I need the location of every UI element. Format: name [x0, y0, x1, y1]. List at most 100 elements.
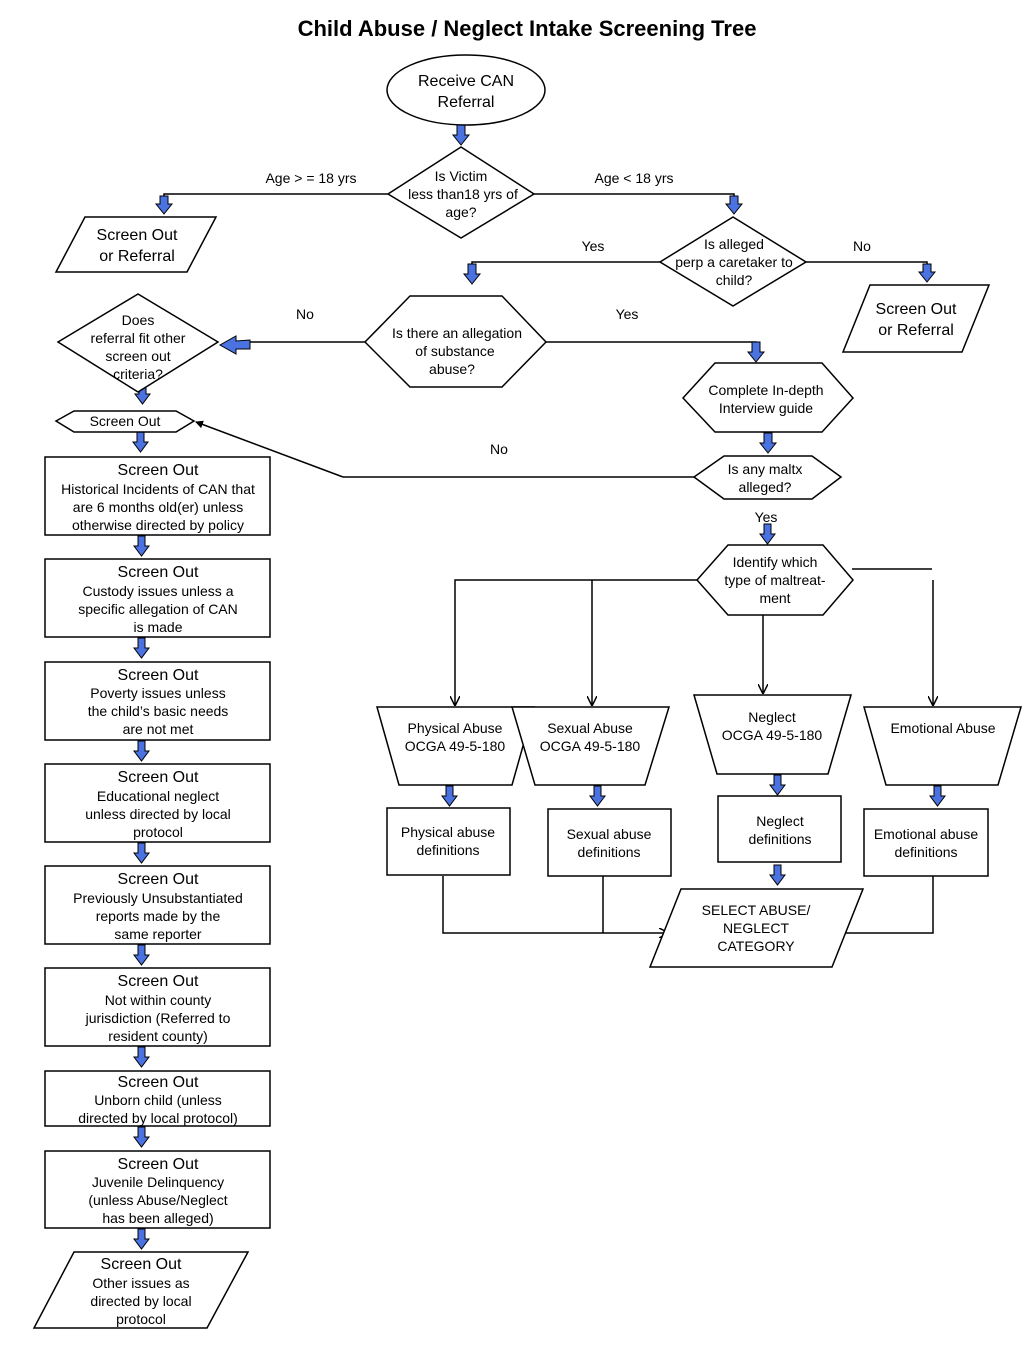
- svg-text:has been alleged): has been alleged): [102, 1210, 213, 1226]
- svg-text:perp a caretaker to: perp a caretaker to: [675, 254, 793, 270]
- flow-arrow-icon: [759, 523, 776, 545]
- flow-arrow-icon: [724, 195, 744, 215]
- svg-text:Screen Out: Screen Out: [118, 973, 199, 990]
- svg-text:or Referral: or Referral: [99, 248, 175, 265]
- screen-out-box: Screen Out Previously Unsubstantiated re…: [44, 865, 271, 945]
- svg-text:Screen Out: Screen Out: [118, 564, 199, 581]
- svg-text:are 6 months old(er) unless: are 6 months old(er) unless: [73, 499, 243, 515]
- connector-emotional-select: [834, 876, 934, 933]
- diagram-title: Child Abuse / Neglect Intake Screening T…: [298, 16, 757, 41]
- flow-arrow-left-icon: [218, 335, 251, 355]
- svg-text:Interview guide: Interview guide: [719, 400, 813, 416]
- svg-text:Poverty issues unless: Poverty issues unless: [90, 685, 225, 701]
- connector-maltx-no-arrow: [195, 420, 344, 478]
- svg-text:alleged?: alleged?: [739, 479, 792, 495]
- flow-arrow-icon: [133, 1228, 150, 1250]
- svg-text:the child’s basic needs: the child’s basic needs: [88, 703, 229, 719]
- svg-text:unless directed by local: unless directed by local: [85, 806, 231, 822]
- svg-text:protocol: protocol: [116, 1311, 166, 1327]
- svg-text:Screen Out: Screen Out: [118, 1074, 199, 1091]
- node-interview-guide: Complete In-depth Interview guide: [681, 362, 855, 433]
- connector-caretaker-no: [806, 261, 928, 268]
- svg-text:definitions: definitions: [748, 831, 811, 847]
- flow-arrow-icon: [589, 785, 606, 807]
- node-emotional-abuse-header: Emotional Abuse: [863, 706, 1023, 786]
- svg-text:same reporter: same reporter: [114, 926, 201, 942]
- svg-text:Screen Out: Screen Out: [118, 462, 199, 479]
- label-substance-yes: Yes: [616, 306, 639, 322]
- connector-caretaker-yes: [471, 261, 660, 268]
- svg-text:OCGA 49-5-180: OCGA 49-5-180: [540, 738, 641, 754]
- label-maltx-no: No: [490, 441, 508, 457]
- flow-arrow-icon: [451, 124, 471, 146]
- svg-text:jurisdiction (Referred to: jurisdiction (Referred to: [85, 1010, 231, 1026]
- svg-text:of substance: of substance: [415, 343, 495, 359]
- node-neglect-definitions: Neglect definitions: [717, 795, 842, 863]
- label-substance-no: No: [296, 306, 314, 322]
- svg-text:Is alleged: Is alleged: [704, 236, 764, 252]
- svg-text:Sexual Abuse: Sexual Abuse: [547, 720, 633, 736]
- svg-text:less than18 yrs of: less than18 yrs of: [408, 186, 518, 202]
- svg-text:SELECT ABUSE/: SELECT ABUSE/: [702, 902, 811, 918]
- flow-arrow-icon: [769, 774, 786, 796]
- svg-text:directed by local protocol): directed by local protocol): [78, 1110, 238, 1126]
- svg-text:Receive CAN: Receive CAN: [418, 73, 514, 90]
- svg-text:(unless Abuse/Neglect: (unless Abuse/Neglect: [88, 1192, 227, 1208]
- node-final-screen-out: Screen Out Other issues as directed by l…: [32, 1251, 250, 1329]
- svg-text:NEGLECT: NEGLECT: [723, 920, 790, 936]
- svg-text:Historical Incidents of CAN th: Historical Incidents of CAN that: [61, 481, 255, 497]
- svg-text:Emotional Abuse: Emotional Abuse: [890, 720, 995, 736]
- node-sexual-definitions: Sexual abuse definitions: [547, 808, 672, 877]
- svg-text:are not met: are not met: [123, 721, 194, 737]
- svg-text:Previously Unsubstantiated: Previously Unsubstantiated: [73, 890, 243, 906]
- flow-arrow-icon: [929, 785, 946, 807]
- node-screen-out-hex: Screen Out: [54, 410, 196, 433]
- flow-arrow-icon: [132, 431, 149, 453]
- svg-text:Neglect: Neglect: [748, 709, 796, 725]
- svg-text:Custody issues unless a: Custody issues unless a: [83, 583, 234, 599]
- svg-text:child?: child?: [716, 272, 753, 288]
- svg-text:Educational neglect: Educational neglect: [97, 788, 219, 804]
- flow-arrow-icon: [133, 637, 150, 659]
- node-screen-out-or-referral-right: Screen Out or Referral: [841, 284, 991, 353]
- svg-text:reports made by the: reports made by the: [96, 908, 221, 924]
- svg-text:age?: age?: [445, 204, 476, 220]
- screen-out-box: Screen Out Poverty issues unless the chi…: [44, 661, 271, 741]
- svg-text:Physical abuse: Physical abuse: [401, 824, 495, 840]
- svg-text:Sexual abuse: Sexual abuse: [567, 826, 652, 842]
- node-screen-out-or-referral-left: Screen Out or Referral: [54, 216, 218, 273]
- svg-text:Screen Out: Screen Out: [118, 871, 199, 888]
- screen-out-box: Screen Out Historical Incidents of CAN t…: [44, 456, 271, 536]
- flow-arrow-icon: [769, 864, 786, 886]
- svg-text:Is there an allegation: Is there an allegation: [392, 325, 522, 341]
- svg-text:Screen Out: Screen Out: [118, 1156, 199, 1173]
- flow-arrow-icon: [917, 263, 937, 283]
- label-maltx-yes: Yes: [755, 509, 778, 525]
- flow-arrow-icon: [133, 740, 150, 762]
- flow-arrow-icon: [441, 785, 458, 807]
- node-maltx-decision: Is any maltx alleged?: [692, 455, 843, 500]
- svg-text:specific allegation of CAN: specific allegation of CAN: [78, 601, 238, 617]
- screen-out-box: Screen Out Unborn child (unless directed…: [44, 1070, 271, 1127]
- svg-text:Unborn child (unless: Unborn child (unless: [94, 1092, 222, 1108]
- svg-text:Identify which: Identify which: [733, 554, 818, 570]
- connector-age-ge: [163, 193, 388, 200]
- svg-text:Other issues as: Other issues as: [92, 1275, 189, 1291]
- connector-age-lt: [534, 193, 735, 200]
- svg-text:Physical Abuse: Physical Abuse: [408, 720, 503, 736]
- label-age-lt: Age < 18 yrs: [595, 170, 674, 186]
- svg-text:protocol: protocol: [133, 824, 183, 840]
- connector-substance-yes: [546, 341, 757, 348]
- flow-arrow-icon: [746, 341, 766, 363]
- svg-text:abuse?: abuse?: [429, 361, 475, 377]
- node-physical-abuse-header: Physical Abuse OCGA 49-5-180: [376, 706, 535, 786]
- svg-text:Screen Out: Screen Out: [876, 301, 957, 318]
- svg-text:Screen Out: Screen Out: [118, 769, 199, 786]
- svg-text:Emotional abuse: Emotional abuse: [874, 826, 979, 842]
- svg-text:screen out: screen out: [105, 348, 170, 364]
- svg-text:definitions: definitions: [894, 844, 957, 860]
- svg-text:Screen Out: Screen Out: [90, 413, 161, 429]
- label-caretaker-no: No: [853, 238, 871, 254]
